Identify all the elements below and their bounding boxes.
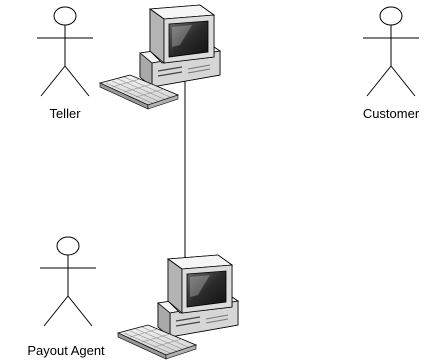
actor-customer-label: Customer xyxy=(363,106,420,121)
desktop-computer-icon xyxy=(117,254,239,360)
actor-teller-label: Teller xyxy=(49,106,81,121)
stick-figure-icon xyxy=(39,236,97,327)
actor-customer[interactable]: Customer xyxy=(362,6,420,121)
computer-bottom[interactable] xyxy=(117,254,239,360)
stick-figure-icon xyxy=(362,6,420,97)
actor-teller[interactable]: Teller xyxy=(36,6,94,121)
actor-payout-agent[interactable]: Payout Agent xyxy=(27,236,105,358)
computer-top[interactable] xyxy=(99,4,221,110)
actor-payout-agent-label: Payout Agent xyxy=(27,343,105,358)
stick-figure-icon xyxy=(36,6,94,97)
desktop-computer-icon xyxy=(99,4,221,110)
